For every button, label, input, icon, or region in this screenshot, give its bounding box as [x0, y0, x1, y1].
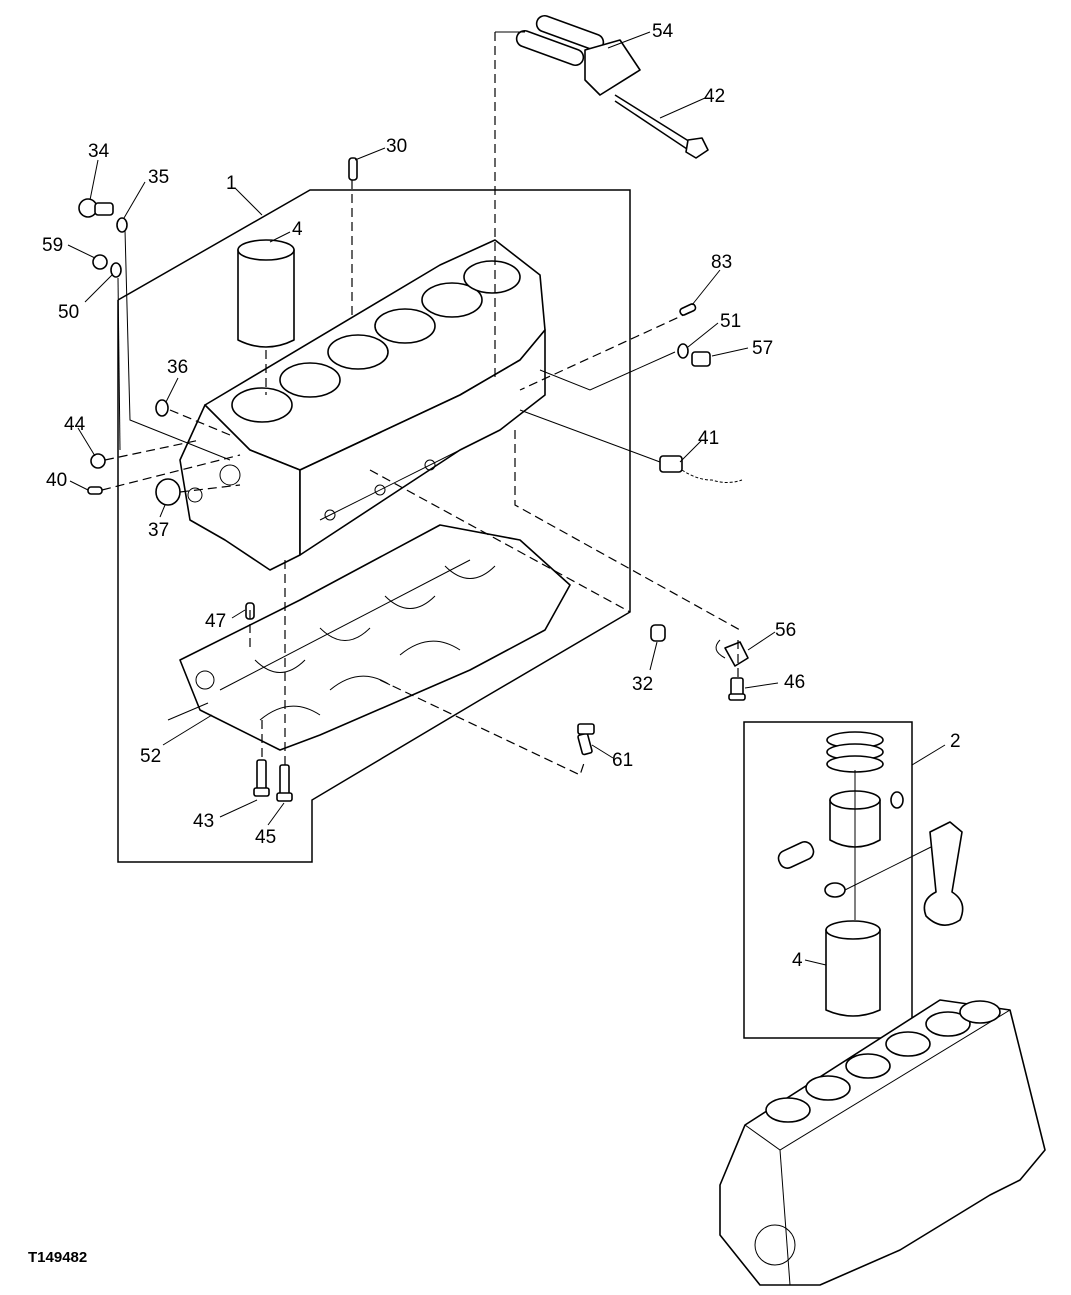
callout-46: 46	[784, 672, 805, 693]
part-59	[92, 254, 108, 270]
part-61	[577, 723, 595, 756]
part-43	[253, 759, 270, 797]
callout-37: 37	[148, 520, 169, 541]
callout-35: 35	[148, 167, 169, 188]
callout-40: 40	[46, 470, 67, 491]
callout-45: 45	[255, 827, 276, 848]
part-51	[677, 343, 689, 359]
part-54	[515, 14, 641, 96]
callout-4-kit: 4	[792, 950, 803, 971]
leader-lines	[67, 31, 946, 966]
part-45	[276, 764, 293, 802]
cylinder-block-upper	[179, 239, 546, 571]
part-41	[659, 455, 743, 483]
callout-50: 50	[58, 302, 79, 323]
reference-block-view	[719, 999, 1046, 1286]
callout-30: 30	[386, 136, 407, 157]
assembly-lines	[101, 31, 741, 776]
part-35	[116, 217, 128, 233]
callout-51: 51	[720, 311, 741, 332]
callout-36: 36	[167, 357, 188, 378]
part-44	[90, 453, 106, 469]
callout-41: 41	[698, 428, 719, 449]
block-assembly-bracket	[117, 189, 631, 863]
callout-59: 59	[42, 235, 63, 256]
callout-57: 57	[752, 338, 773, 359]
callout-labels: 54 42 30 34 35 1 4 59 50 83 51 57 36 41 …	[42, 21, 961, 971]
part-4-liner	[237, 239, 295, 348]
callout-83: 83	[711, 252, 732, 273]
part-42	[614, 94, 709, 159]
part-34	[78, 198, 114, 218]
part-40	[87, 486, 103, 495]
figure-id: T149482	[28, 1249, 87, 1266]
part-37	[155, 478, 181, 506]
part-83	[679, 303, 697, 316]
callout-61: 61	[612, 750, 633, 771]
callout-52: 52	[140, 746, 161, 767]
callout-43: 43	[193, 811, 214, 832]
small-parts	[78, 14, 749, 802]
callout-1: 1	[226, 173, 237, 194]
part-36	[155, 399, 169, 417]
cylinder-block-lower	[179, 524, 571, 751]
callout-44: 44	[64, 414, 86, 435]
part-52	[167, 702, 209, 721]
callout-32: 32	[632, 674, 653, 695]
callout-2: 2	[950, 731, 961, 752]
callout-56: 56	[775, 620, 796, 641]
callout-4-upper: 4	[292, 219, 303, 240]
part-46	[728, 677, 746, 701]
part-32	[650, 624, 666, 642]
part-30	[348, 157, 358, 181]
callout-42: 42	[704, 86, 725, 107]
part-50	[110, 262, 122, 278]
callout-34: 34	[88, 141, 110, 162]
callout-47: 47	[205, 611, 226, 632]
part-56	[715, 639, 749, 667]
part-57	[691, 351, 711, 367]
piston-kit-box	[743, 721, 964, 1039]
callout-54: 54	[652, 21, 674, 42]
